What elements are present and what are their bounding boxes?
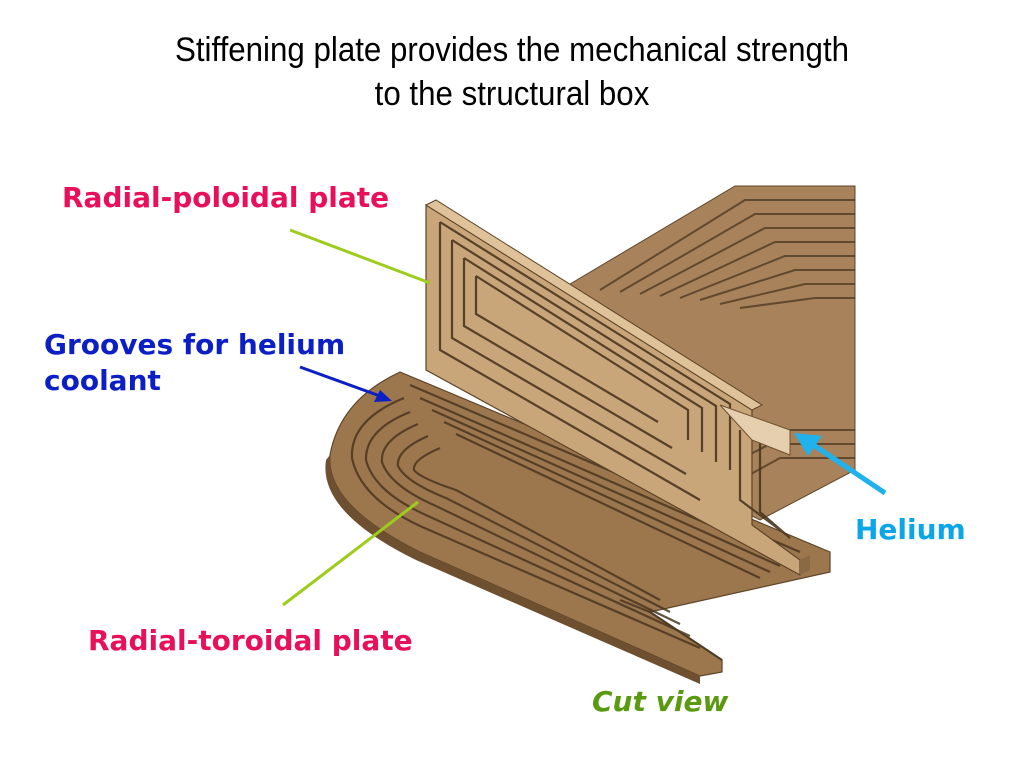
radial-poloidal-plate [424,199,810,577]
arrow-grooves [299,365,392,402]
slide-title: Stiffening plate provides the mechanical… [41,28,983,116]
arrow-helium [794,433,887,496]
label-grooves-line-1: Grooves for helium [44,328,346,361]
leader-radial-poloidal [289,228,431,285]
label-cut-view: Cut view [592,685,729,718]
leader-radial-toroidal [282,500,419,607]
label-radial-poloidal-plate: Radial-poloidal plate [62,181,390,214]
slide-title-line-2: to the structural box [374,75,650,113]
label-grooves-helium-coolant: Grooves for helium coolant [44,327,345,399]
label-grooves-line-2: coolant [44,364,161,397]
label-radial-toroidal-plate: Radial-toroidal plate [88,624,413,657]
label-helium: Helium [855,513,966,546]
slide-title-line-1: Stiffening plate provides the mechanical… [174,31,850,69]
